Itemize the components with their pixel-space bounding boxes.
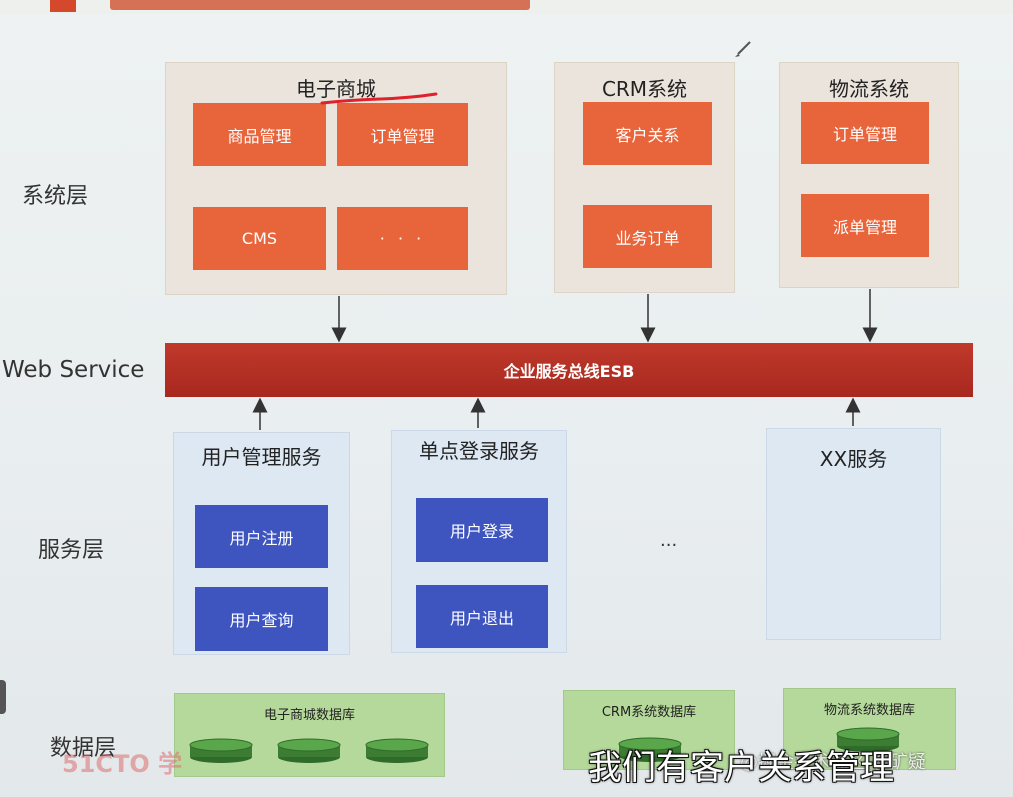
database-disk-icon <box>836 727 900 752</box>
database-disk-icon <box>618 737 682 762</box>
system-box-ecommerce: 电子商城 商品管理 订单管理 CMS · · · <box>165 62 507 295</box>
service-title-user-management: 用户管理服务 <box>201 445 322 469</box>
module-cms: CMS <box>193 207 326 270</box>
pen-cursor-tip <box>735 54 740 57</box>
module-logistics-order-management: 订单管理 <box>801 102 929 164</box>
service-user-query: 用户查询 <box>195 587 328 651</box>
layer-label-webservice: Web Service <box>2 357 145 383</box>
db-title-logistics: 物流系统数据库 <box>823 703 915 718</box>
service-title-sso: 单点登录服务 <box>419 439 539 463</box>
title-logo-mark <box>50 0 76 12</box>
service-user-logout: 用户退出 <box>416 585 548 648</box>
layer-label-data: 数据层 <box>50 736 117 761</box>
service-box-user-management: 用户管理服务 用户注册 用户查询 <box>173 432 350 655</box>
platform-watermark: @掘金技术社区 @矿疑 <box>740 752 926 773</box>
database-disk-icon <box>365 738 429 763</box>
esb-bus: 企业服务总线ESB <box>165 343 973 397</box>
layer-label-system: 系统层 <box>22 184 89 209</box>
system-title-ecommerce: 电子商城 <box>296 77 376 101</box>
module-dispatch-management: 派单管理 <box>801 194 929 257</box>
side-panel-handle[interactable] <box>0 680 6 714</box>
service-ellipsis: ... <box>660 530 678 551</box>
service-box-sso: 单点登录服务 用户登录 用户退出 <box>391 430 567 653</box>
database-disk-icon <box>189 738 253 763</box>
annotation-red-underline <box>320 92 438 105</box>
db-box-logistics: 物流系统数据库 <box>783 688 956 770</box>
service-user-register: 用户注册 <box>195 505 328 568</box>
pen-cursor-icon <box>737 41 751 55</box>
db-box-ecommerce: 电子商城数据库 <box>174 693 445 777</box>
title-text-cropped <box>110 0 530 10</box>
service-title-xx: XX服务 <box>819 447 888 471</box>
system-title-logistics: 物流系统 <box>829 77 909 101</box>
slide-title-cropped <box>0 0 1013 14</box>
service-user-login: 用户登录 <box>416 498 548 562</box>
db-title-ecommerce: 电子商城数据库 <box>263 708 355 723</box>
db-title-crm: CRM系统数据库 <box>601 705 697 720</box>
module-business-orders: 业务订单 <box>583 205 712 268</box>
module-more: · · · <box>337 207 468 270</box>
system-box-logistics: 物流系统 订单管理 派单管理 <box>779 62 959 288</box>
module-order-management: 订单管理 <box>337 103 468 166</box>
db-box-crm: CRM系统数据库 <box>563 690 735 770</box>
video-subtitle: 我们有客户关系管理 <box>588 748 894 788</box>
service-box-xx: XX服务 <box>766 428 941 640</box>
module-product-management: 商品管理 <box>193 103 326 166</box>
layer-label-service: 服务层 <box>38 538 105 563</box>
brand-watermark: 51CTO 学 <box>62 750 183 778</box>
system-box-crm: CRM系统 客户关系 业务订单 <box>554 62 735 293</box>
system-title-crm: CRM系统 <box>601 77 688 101</box>
module-customer-relations: 客户关系 <box>583 102 712 165</box>
database-disk-icon <box>277 738 341 763</box>
